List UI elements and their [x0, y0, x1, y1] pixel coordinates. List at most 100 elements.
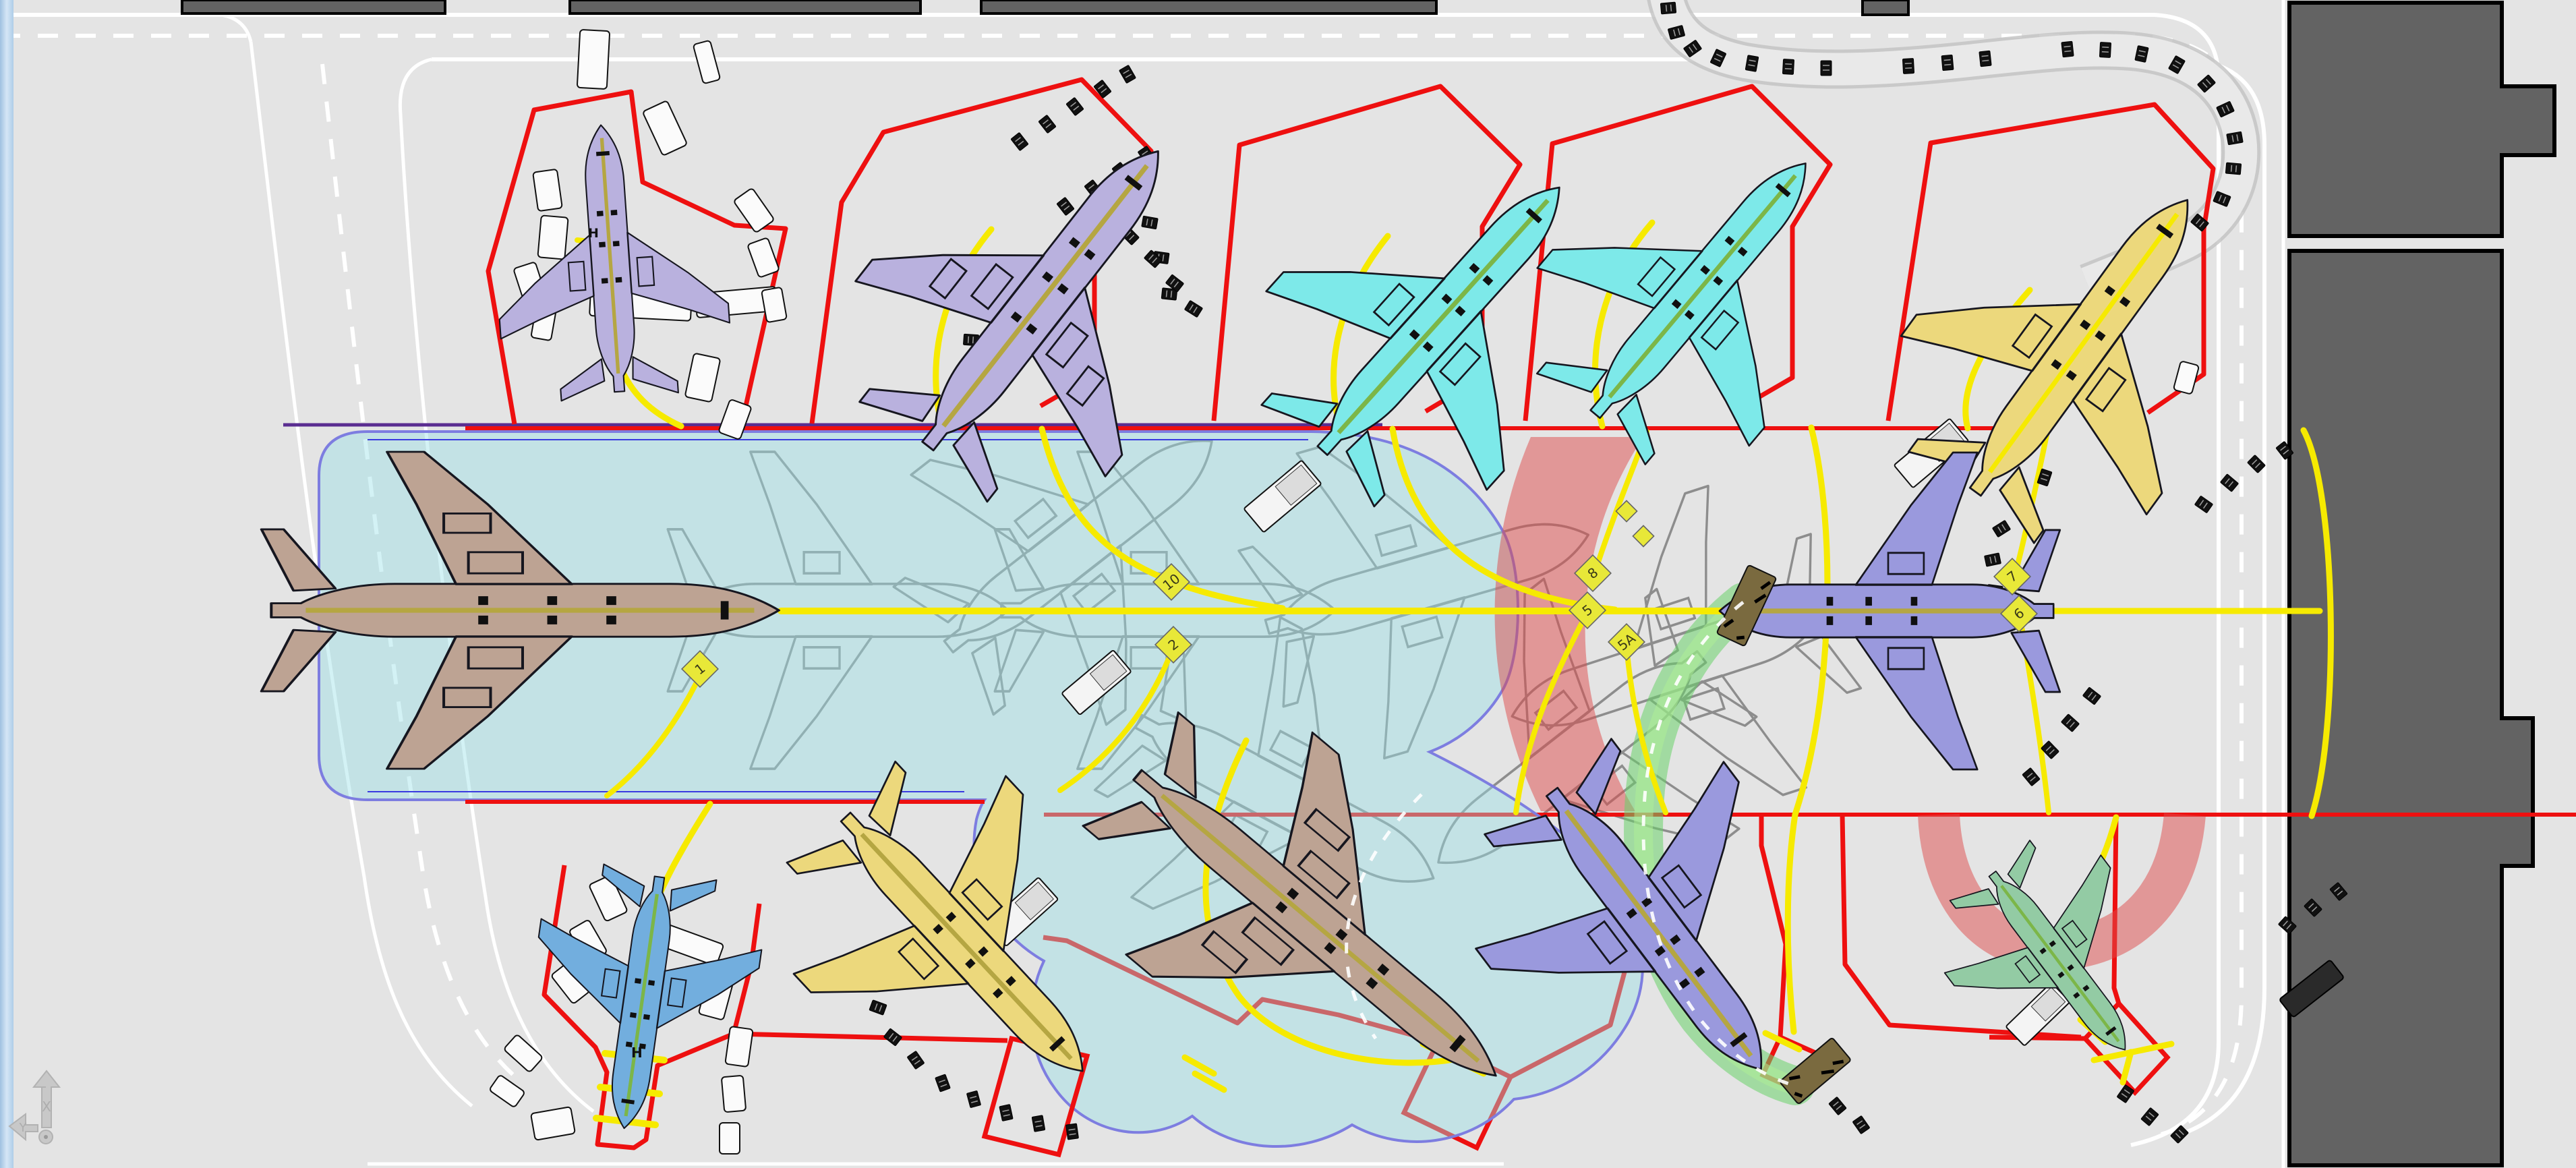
fuel-tanker-0[interactable] [2279, 960, 2345, 1018]
service-vehicle-1[interactable] [537, 214, 569, 260]
clearance-arc[interactable] [1494, 437, 1643, 811]
baggage-cart[interactable] [2225, 162, 2242, 175]
baggage-cart[interactable] [1183, 299, 1204, 318]
stand-1[interactable] [486, 89, 788, 425]
lead-line-11[interactable] [1784, 811, 1798, 1035]
stop-marker-2[interactable]: 2 [1154, 625, 1193, 664]
service-vehicle-18[interactable] [489, 1074, 525, 1107]
baggage-cart[interactable] [1140, 215, 1159, 230]
service-vehicle-17[interactable] [504, 1034, 544, 1072]
baggage-cart[interactable] [1010, 132, 1029, 152]
baggage-cart[interactable] [2099, 41, 2112, 59]
baggage-cart[interactable] [2060, 713, 2080, 733]
baggage-cart[interactable] [1983, 552, 2002, 567]
baggage-cart[interactable] [1038, 114, 1057, 134]
baggage-cart[interactable] [2061, 40, 2074, 58]
service-vehicle-10[interactable] [718, 399, 752, 440]
stand-10-bar[interactable] [1989, 1034, 2086, 1041]
catering-truck-1[interactable] [1061, 650, 1132, 715]
baggage-cart[interactable] [1782, 58, 1795, 76]
baggage-cart[interactable] [1941, 54, 1954, 71]
baggage-cart[interactable] [1660, 1, 1677, 15]
pushback-tug-0[interactable] [1716, 564, 1777, 647]
stand-9-right[interactable] [1840, 814, 2082, 1040]
baggage-cart[interactable] [1056, 196, 1075, 216]
lead-line-15[interactable] [1057, 645, 1176, 793]
lead-line-18[interactable] [1513, 612, 1589, 815]
lead-line-31[interactable] [2119, 1049, 2134, 1086]
lead-line-16[interactable] [604, 670, 704, 798]
service-vehicle-8[interactable] [761, 287, 788, 323]
baggage-cart[interactable] [1745, 54, 1759, 73]
baggage-cart[interactable] [2140, 1107, 2159, 1127]
lead-line-8[interactable] [1389, 426, 1618, 613]
baggage-train-12[interactable] [2116, 1084, 2190, 1144]
lead-line-28[interactable] [1762, 1030, 1803, 1053]
lead-line-10[interactable] [2300, 427, 2334, 819]
baggage-cart[interactable] [869, 999, 887, 1016]
service-vehicle-9[interactable] [684, 353, 721, 403]
stand-6[interactable] [541, 865, 762, 1150]
baggage-cart[interactable] [1065, 1123, 1080, 1140]
service-vehicle-11[interactable] [577, 29, 610, 90]
service-vehicle-13[interactable] [693, 40, 721, 84]
baggage-cart[interactable] [2225, 131, 2244, 146]
service-vehicle-23[interactable] [721, 1075, 747, 1113]
aircraft-layer[interactable] [262, 54, 2310, 1168]
service-vehicle-19[interactable] [530, 1106, 576, 1141]
baggage-cart[interactable] [1820, 60, 1832, 76]
service-vehicle-22[interactable] [724, 1026, 754, 1068]
baggage-cart[interactable] [1991, 519, 2012, 538]
stop-marker-1[interactable]: 1 [680, 649, 720, 689]
stop-marker-5[interactable]: 5 [1568, 591, 1607, 630]
stop-marker-small-8[interactable] [1615, 500, 1638, 523]
stand-4[interactable] [1523, 84, 1833, 421]
baggage-cart[interactable] [1031, 1114, 1046, 1133]
stand-5[interactable] [1885, 102, 2216, 421]
stand-7[interactable] [733, 1031, 1008, 1043]
service-vehicle-24[interactable] [719, 1122, 740, 1155]
baggage-cart[interactable] [1979, 50, 1992, 67]
baggage-cart[interactable] [906, 1050, 925, 1070]
stand-9-left[interactable] [1759, 815, 1788, 1038]
baggage-cart[interactable] [2194, 495, 2214, 514]
service-vehicle-12[interactable] [643, 100, 688, 156]
stop-marker-5A[interactable]: 5A [1607, 622, 1646, 662]
service-vehicle-25[interactable] [2173, 361, 2200, 395]
baggage-cart[interactable] [2022, 767, 2041, 787]
stop-marker-small-9[interactable] [1632, 525, 1655, 548]
baggage-cart[interactable] [1852, 1115, 1871, 1135]
lead-line-7[interactable] [1038, 426, 1286, 612]
stop-marker-7[interactable]: 7 [1993, 557, 2032, 596]
lead-line-26[interactable] [1181, 1054, 1217, 1077]
baggage-cart[interactable] [2082, 687, 2102, 705]
service-vehicle-0[interactable] [532, 169, 563, 212]
lead-line-1[interactable] [933, 226, 995, 432]
lead-line-3[interactable] [1592, 219, 1656, 430]
baggage-cart[interactable] [934, 1074, 952, 1092]
pushback-tug-1[interactable] [1780, 1037, 1851, 1104]
catering-truck-0[interactable] [1243, 460, 1322, 533]
stop-marker-8[interactable]: 8 [1573, 554, 1612, 593]
baggage-cart[interactable] [2219, 473, 2240, 492]
baggage-cart[interactable] [883, 1028, 903, 1047]
service-vehicle-14[interactable] [589, 875, 628, 922]
service-vehicle-7[interactable] [747, 237, 780, 278]
baggage-cart[interactable] [1118, 64, 1137, 84]
baggage-cart[interactable] [966, 1090, 982, 1109]
baggage-cart[interactable] [999, 1103, 1014, 1122]
lead-line-19[interactable] [1624, 643, 1668, 815]
stop-marker-6[interactable]: 6 [1999, 594, 2039, 633]
baggage-train-1[interactable] [1010, 64, 1137, 152]
baggage-cart[interactable] [1828, 1096, 1847, 1116]
stand-10[interactable] [2111, 814, 2121, 1005]
stop-marker-10[interactable]: 10 [1152, 562, 1191, 602]
baggage-cart[interactable] [1902, 57, 1915, 75]
baggage-cart[interactable] [1065, 96, 1084, 117]
service-vehicle-6[interactable] [733, 187, 774, 233]
lead-line-27[interactable] [1192, 1070, 1227, 1093]
baggage-train-13[interactable] [1828, 1096, 1871, 1135]
